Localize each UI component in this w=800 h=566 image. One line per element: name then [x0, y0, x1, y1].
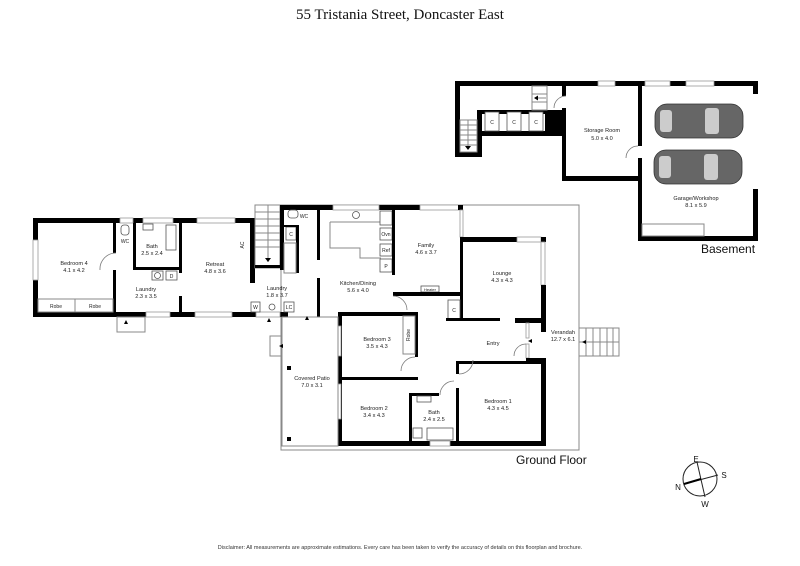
heater-label: Heater [424, 287, 437, 292]
stairs [459, 119, 478, 153]
pantry-label: P [384, 264, 388, 270]
room-label-bath-central: Bath [428, 410, 440, 416]
car-icon [653, 149, 743, 185]
car-icon [654, 103, 744, 139]
room-size-bath-west: 2.5 x 2.4 [141, 251, 162, 257]
dryer-label: D [170, 274, 174, 280]
floor-label-ground: Ground Floor [516, 453, 587, 467]
room-label-patio: Covered Patio [294, 376, 329, 382]
room-label-kitchen: Kitchen/Dining [340, 281, 376, 287]
room-size-bedroom1: 4.3 x 4.5 [487, 406, 508, 412]
compass-north: N [675, 483, 681, 492]
room-size-verandah: 12.7 x 6.1 [551, 337, 576, 343]
washer-label: W [253, 305, 258, 311]
fridge-label: Ref [382, 248, 390, 254]
stairs [531, 85, 548, 111]
disclaimer: Disclaimer: All measurements are approxi… [217, 545, 583, 551]
robe-label: Robe [406, 329, 412, 341]
cupboard-label: C [452, 308, 456, 314]
compass-west: W [701, 500, 709, 509]
cupboard-label: C [512, 120, 516, 126]
room-label-laundry-west: Laundry [136, 287, 156, 293]
cupboard-label: C [490, 120, 494, 126]
room-label-family: Family [418, 243, 435, 249]
room-size-lounge: 4.3 x 4.3 [491, 278, 512, 284]
wc-label: WC [121, 239, 130, 245]
room-label-garage: Garage/Workshop [673, 196, 718, 202]
cupboard-label: C [534, 120, 538, 126]
room-size-family: 4.6 x 3.7 [415, 250, 436, 256]
wc-label: WC [300, 214, 309, 220]
floor-label-basement: Basement [701, 242, 756, 256]
cupboard-label: C [289, 232, 293, 238]
room-size-laundry-central: 1.8 x 3.7 [266, 293, 287, 299]
room-label-bedroom4: Bedroom 4 [60, 261, 87, 267]
stairs [578, 327, 620, 357]
room-size-bath-central: 2.4 x 2.5 [423, 417, 444, 423]
room-size-bedroom2: 3.4 x 4.3 [363, 413, 384, 419]
room-label-entry: Entry [486, 341, 499, 347]
compass-east: E [693, 455, 698, 464]
page-title: 55 Tristania Street, Doncaster East [296, 7, 504, 23]
room-label-verandah: Verandah [551, 330, 575, 336]
linen-cupboard-label: LC [286, 305, 293, 311]
robe-label: Robe [50, 304, 62, 310]
basement: C C C Storage Room 5.0 x 4.0 [455, 80, 758, 256]
ac-label: AC [240, 241, 246, 248]
stairs [254, 204, 281, 269]
room-label-storage: Storage Room [584, 128, 620, 134]
room-label-retreat: Retreat [206, 262, 225, 268]
compass-icon: E S N W [675, 455, 727, 509]
room-size-retreat: 4.8 x 3.6 [204, 269, 225, 275]
room-label-bedroom1: Bedroom 1 [484, 399, 511, 405]
room-size-bedroom4: 4.1 x 4.2 [63, 268, 84, 274]
room-size-laundry-west: 2.3 x 3.5 [135, 294, 156, 300]
room-label-bedroom2: Bedroom 2 [360, 406, 387, 412]
room-size-kitchen: 5.6 x 4.0 [347, 288, 368, 294]
room-label-laundry-central: Laundry [267, 286, 287, 292]
robe-label: Robe [89, 304, 101, 310]
ground-floor: Robe Robe Bedroom 4 4.1 x 4.2 WC Bath 2.… [32, 204, 620, 467]
room-size-storage: 5.0 x 4.0 [591, 136, 612, 142]
room-size-bedroom3: 3.5 x 4.3 [366, 344, 387, 350]
room-label-lounge: Lounge [493, 271, 512, 277]
room-size-garage: 8.1 x 5.9 [685, 203, 706, 209]
room-label-bedroom3: Bedroom 3 [363, 337, 390, 343]
compass-south: S [721, 471, 726, 480]
oven-label: Ovn [381, 232, 390, 238]
room-label-bath-west: Bath [146, 244, 158, 250]
room-size-patio: 7.0 x 3.1 [301, 383, 322, 389]
